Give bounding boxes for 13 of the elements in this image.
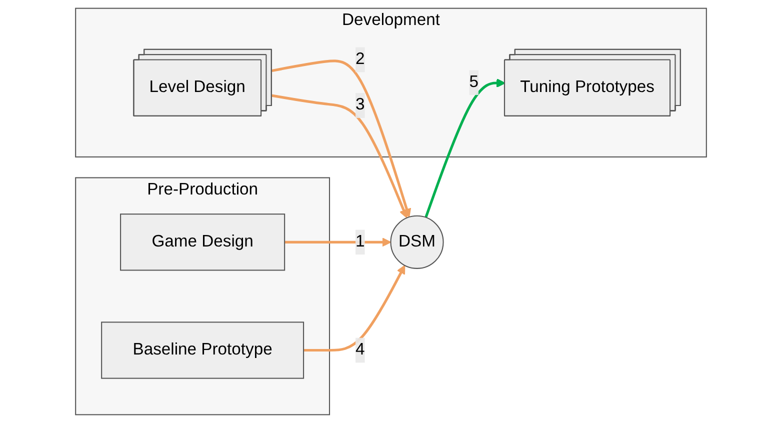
node-box: Game Design [120,214,286,271]
arrow [284,238,392,247]
node-circle: DSM [390,215,444,269]
edge-label: 1 [355,232,365,250]
arrow [304,265,406,352]
edge-label: 2 [355,50,365,68]
arrow [272,94,408,218]
arrow [424,78,506,218]
node-box: Baseline Prototype [101,322,304,379]
edge-label: 3 [355,96,365,114]
edge-label: 5 [469,73,479,91]
arrow [272,60,412,218]
edge-label: 4 [355,340,365,359]
